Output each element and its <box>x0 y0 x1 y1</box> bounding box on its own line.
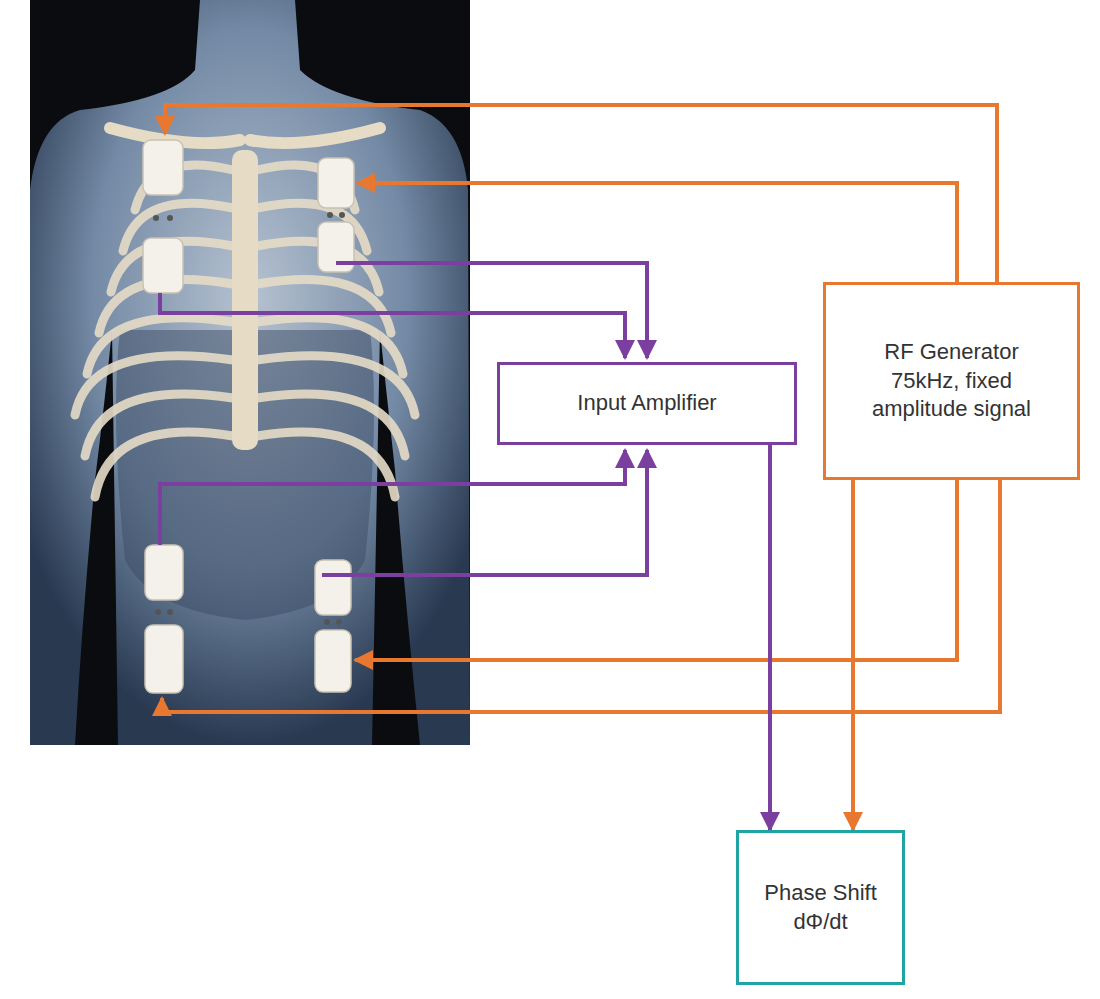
right-clavicle <box>250 128 380 143</box>
box-label: Phase Shift dΦ/dt <box>756 879 886 936</box>
torso-silhouette <box>30 0 470 745</box>
dark-background <box>30 0 470 745</box>
rib <box>257 394 405 456</box>
rib <box>257 432 395 497</box>
generator-box: RF Generator 75kHz, fixed amplitude sign… <box>823 282 1080 480</box>
signal-arrow <box>768 445 772 830</box>
signal-arrow <box>851 480 855 830</box>
rib <box>95 432 233 497</box>
rib <box>75 356 233 415</box>
rib <box>85 394 233 456</box>
sternum <box>232 150 258 450</box>
rib <box>257 280 391 333</box>
box-label: RF Generator 75kHz, fixed amplitude sign… <box>863 338 1041 424</box>
electrode-snaps <box>153 212 345 625</box>
phase-box: Phase Shift dΦ/dt <box>736 830 905 985</box>
amplifier-box: Input Amplifier <box>497 362 797 445</box>
rib <box>257 356 415 415</box>
electrode-pads <box>143 140 354 693</box>
box-label: Input Amplifier <box>577 389 716 418</box>
